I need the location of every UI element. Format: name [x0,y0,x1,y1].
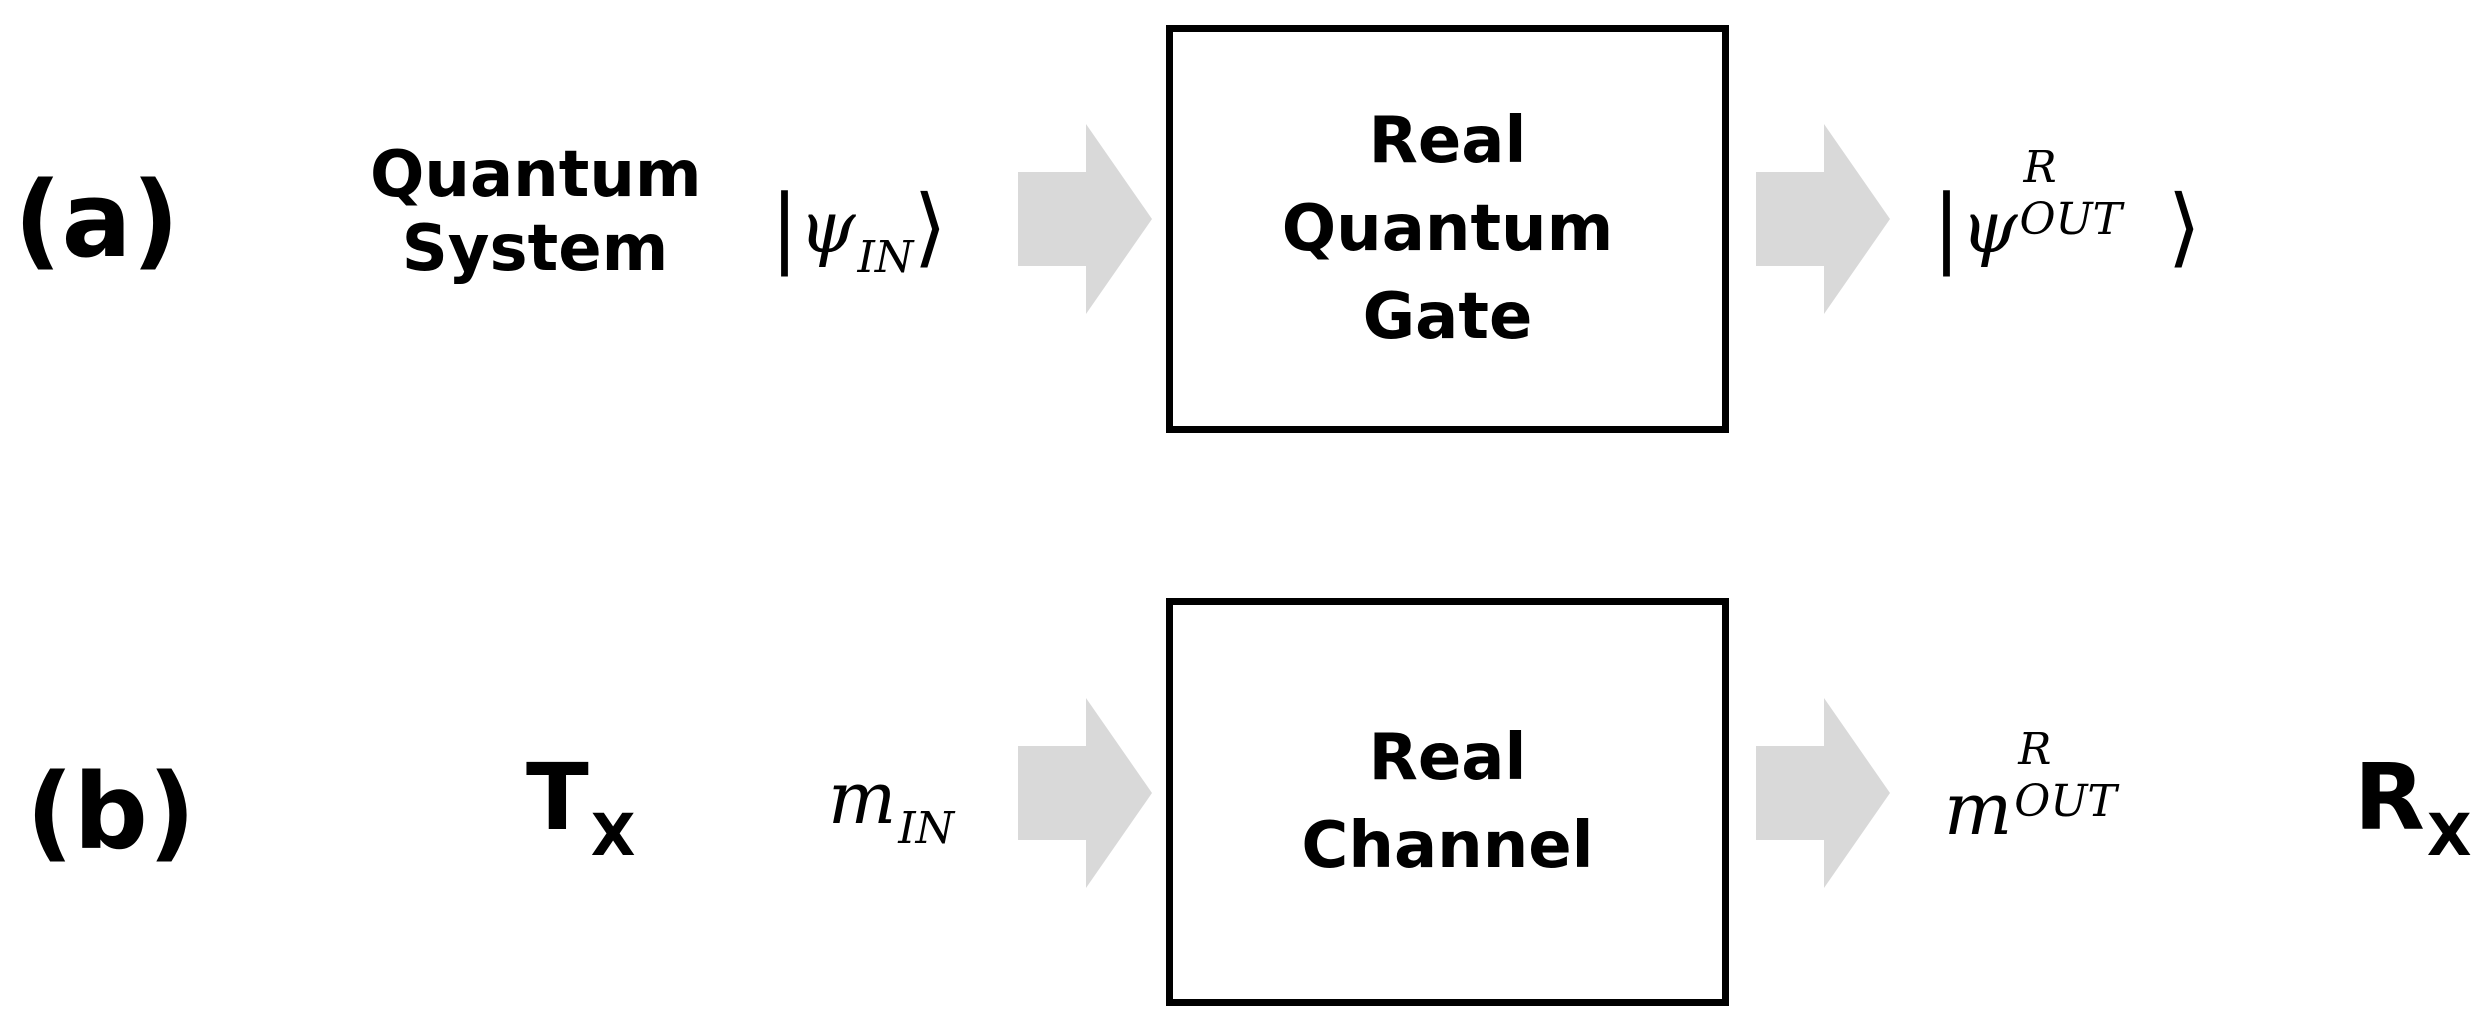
out-ket-right-angle: ⟩ [2167,177,2202,277]
real-channel-box: Real Channel [1166,598,1729,1006]
channel-line2: Channel [1301,809,1594,883]
output-message-symbol: m [1944,767,2013,851]
real-quantum-gate-label: Real Quantum Gate [1282,97,1614,361]
transmitter-label: TX [526,752,635,865]
panel-a-label: (a) [14,159,180,281]
output-state-symbol: ψ [1960,185,2018,269]
gate-line2: Quantum [1281,192,1614,266]
real-quantum-gate-box: Real Quantum Gate [1166,25,1729,433]
quantum-system-line2: System [401,212,669,286]
receiver-letter: R [2354,744,2425,851]
input-arrow-b [1018,698,1152,888]
output-state-superscript: R [2023,142,2057,193]
real-channel-label: Real Channel [1301,714,1593,890]
output-state-subscript: OUT [2019,194,2122,245]
transmitter-subscript: X [590,801,636,869]
output-message-subscript: OUT [2014,776,2117,827]
quantum-system-label: Quantum System [370,138,702,286]
output-arrow-a [1756,124,1890,314]
receiver-subscript: X [2426,801,2472,869]
ket-right-angle: ⟩ [913,177,947,277]
output-arrow-b [1756,698,1890,888]
input-message-symbol: m [828,756,897,840]
output-message-superscript: R [2018,724,2052,775]
input-arrow-a [1018,124,1152,314]
transmitter-letter: T [526,744,589,851]
input-state-ket: |ψIN⟩ [770,180,947,280]
ket-left-bar: | [770,177,799,277]
panel-b-label: (b) [26,751,196,873]
input-message-subscript: IN [898,803,955,854]
channel-line1: Real [1368,721,1527,795]
receiver-label: RX [2354,752,2472,865]
input-message: mIN [828,762,954,851]
gate-line3: Gate [1362,280,1533,354]
input-state-symbol: ψ [798,185,856,269]
input-state-subscript: IN [857,232,914,283]
gate-line1: Real [1368,104,1527,178]
quantum-system-line1: Quantum [370,138,702,212]
out-ket-left-bar: | [1932,177,1961,277]
